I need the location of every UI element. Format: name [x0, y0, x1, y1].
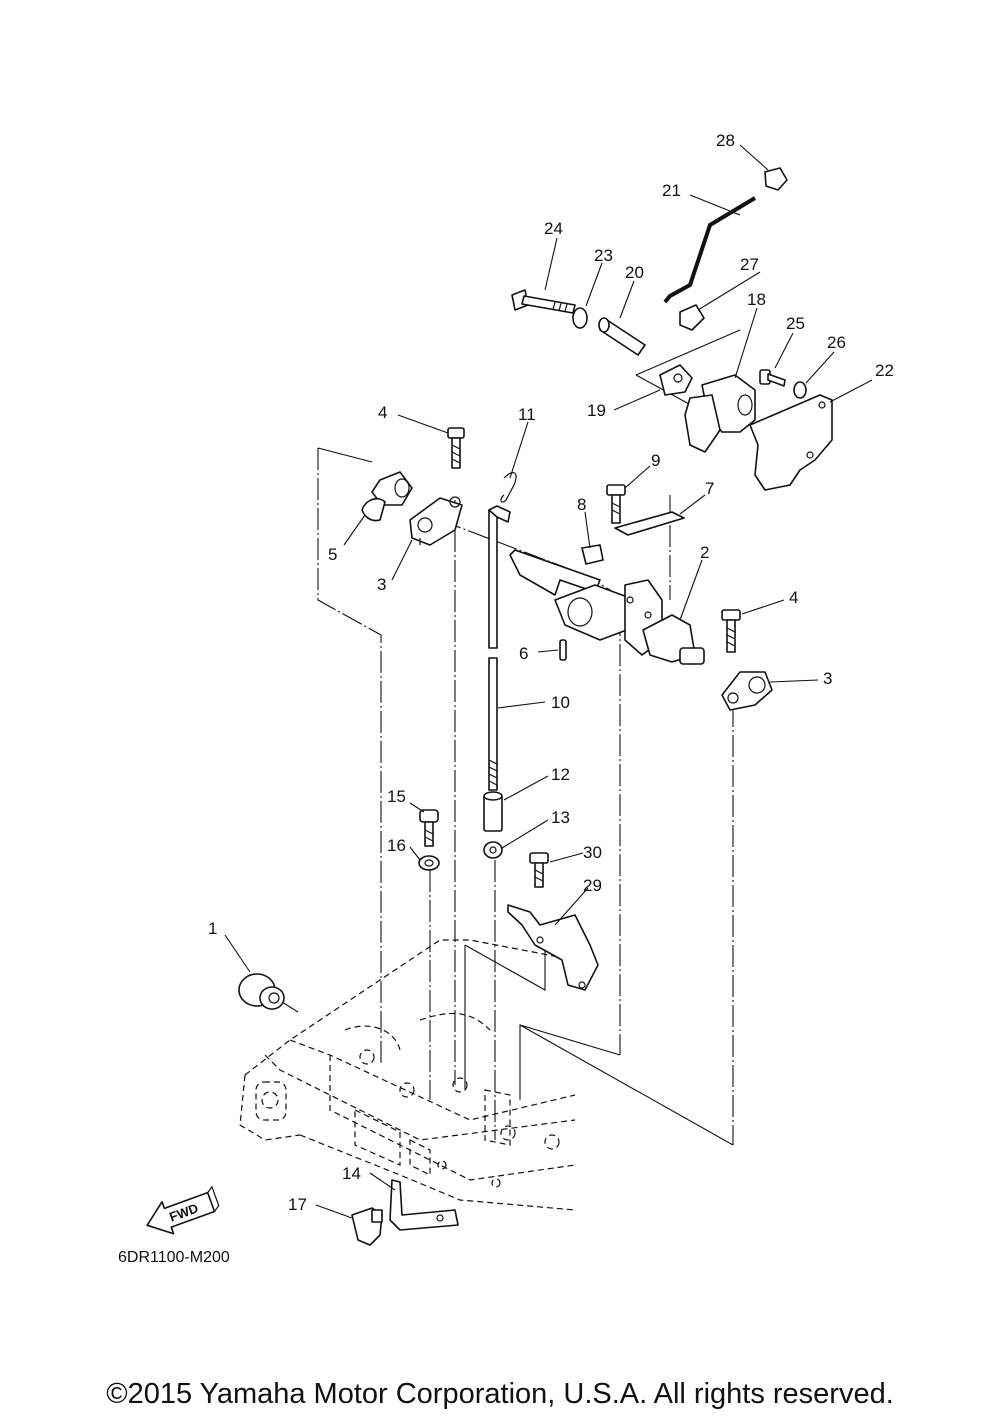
part-2-shift-shaft: [509, 549, 705, 665]
copyright-notice: ©2015 Yamaha Motor Corporation, U.S.A. A…: [106, 1378, 894, 1410]
callout-26: 26: [827, 333, 846, 352]
part-4-bolt-lower: [721, 609, 741, 653]
part-19-holder: [659, 364, 693, 396]
bottom-cowling-outline: [239, 939, 576, 1211]
part-3-bracket-upper: [409, 496, 463, 546]
callout-numbers: 1 2 3 3 4 4 5 6 7 8 9 10 11 12 13 14 15 …: [208, 131, 894, 1214]
callout-16: 16: [387, 836, 406, 855]
assembly-lines: [317, 329, 741, 1146]
callout-3-lower: 3: [823, 669, 832, 688]
part-11-clip: [500, 472, 517, 503]
part-29-bracket: [507, 904, 599, 991]
callout-22: 22: [875, 361, 894, 380]
callout-14: 14: [342, 1164, 361, 1183]
part-9-bolt: [606, 484, 626, 524]
part-13-nut: [483, 841, 503, 859]
part-28-nut: [764, 167, 788, 191]
part-7-plate: [614, 511, 685, 536]
part-26-washer: [793, 381, 807, 399]
part-17-switch: [351, 1207, 383, 1246]
callout-4-lower: 4: [789, 588, 798, 607]
callout-20: 20: [625, 263, 644, 282]
part-5-collar: [361, 471, 413, 522]
callout-27: 27: [740, 255, 759, 274]
callout-21: 21: [662, 181, 681, 200]
part-14-clamp: [389, 1179, 459, 1231]
part-8-clip: [581, 544, 604, 565]
callout-30: 30: [583, 843, 602, 862]
callout-1: 1: [208, 919, 217, 938]
part-20-collar: [598, 317, 646, 356]
callout-9: 9: [651, 451, 660, 470]
callout-19: 19: [587, 401, 606, 420]
callout-3-upper: 3: [377, 575, 386, 594]
part-16-washer: [418, 855, 440, 871]
callout-4-upper: 4: [378, 403, 387, 422]
callout-18: 18: [747, 290, 766, 309]
callout-25: 25: [786, 314, 805, 333]
part-22-bracket: [749, 394, 833, 491]
callout-12: 12: [551, 765, 570, 784]
part-4-bolt-upper: [447, 427, 465, 469]
diagram-code: 6DR1100-M200: [118, 1249, 230, 1266]
part-30-bolt: [529, 852, 549, 888]
callout-11: 11: [518, 405, 536, 424]
callout-5: 5: [328, 545, 337, 564]
part-10-shift-rod: [488, 505, 511, 791]
part-27-clip: [679, 304, 705, 331]
part-1-grommet: [238, 973, 285, 1010]
part-21-link-rod: [663, 196, 757, 304]
callout-13: 13: [551, 808, 570, 827]
callout-10: 10: [551, 693, 570, 712]
callout-29: 29: [583, 876, 602, 895]
fwd-arrow-icon: FWD: [146, 1185, 220, 1235]
part-18-lever: [684, 374, 756, 453]
callout-8: 8: [577, 495, 586, 514]
callout-2: 2: [700, 543, 709, 562]
callout-15: 15: [387, 787, 406, 806]
part-24-bolt: [511, 289, 576, 314]
part-12-sleeve: [483, 791, 503, 832]
part-25-screw: [759, 369, 786, 387]
callout-17: 17: [288, 1195, 307, 1214]
callout-7: 7: [705, 479, 714, 498]
part-15-bolt: [419, 809, 439, 847]
part-23-washer: [572, 307, 588, 329]
callout-24: 24: [544, 219, 563, 238]
callout-28: 28: [716, 131, 735, 150]
part-3-bracket-lower: [721, 671, 773, 711]
callout-23: 23: [594, 246, 613, 265]
part-6-pin: [559, 639, 567, 661]
callout-6: 6: [519, 644, 528, 663]
leader-lines: [224, 144, 873, 1219]
